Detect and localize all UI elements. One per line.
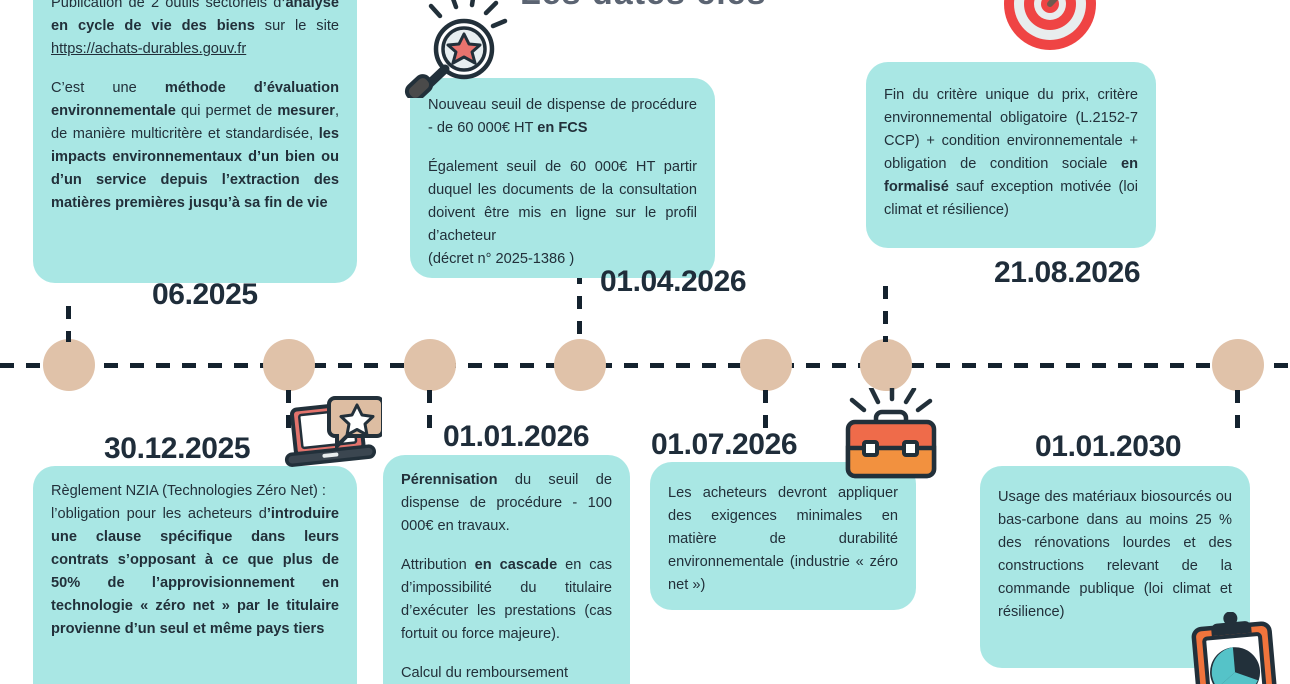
event-card-5: Pérennisation du seuil de dispense de pr… bbox=[383, 455, 630, 684]
timeline-tick-2 bbox=[286, 390, 291, 430]
event-2-paragraph-1: Nouveau seuil de dispense de procédure -… bbox=[428, 94, 697, 140]
timeline-tick-7 bbox=[1235, 390, 1240, 430]
text-run-bold: en FCS bbox=[537, 120, 588, 137]
event-date-2: 01.04.2026 bbox=[600, 265, 747, 298]
achats-durables-link[interactable]: https://achats-durables.gouv.fr bbox=[51, 41, 247, 58]
timeline-tick-4 bbox=[577, 271, 582, 341]
timeline-tick-5 bbox=[763, 390, 768, 430]
briefcase-icon bbox=[838, 381, 942, 480]
timeline-dot-6 bbox=[860, 339, 912, 391]
text-run: Usage des matériaux biosourcés ou bas-ca… bbox=[998, 489, 1232, 621]
text-run: Publication de 2 outils sectoriels d bbox=[51, 0, 282, 11]
event-5-paragraph-2: Attribution en cascade en cas d’impossib… bbox=[401, 554, 612, 646]
event-1-paragraph-2: C’est une méthode d’évaluation environne… bbox=[51, 77, 339, 215]
text-run-bold: mesurer bbox=[277, 103, 335, 120]
text-run-bold: Pérennisation bbox=[401, 472, 498, 488]
event-card-2: Nouveau seuil de dispense de procédure -… bbox=[410, 78, 715, 278]
text-run: Règlement NZIA (Technologies Zéro Net) : bbox=[51, 483, 326, 499]
timeline-tick-6 bbox=[883, 286, 888, 342]
clipboard-chart-icon bbox=[1184, 611, 1290, 684]
event-card-1: Publication de 2 outils sectoriels d’ana… bbox=[33, 0, 357, 283]
text-run: en cas d’impossibilité du titulaire d’ex… bbox=[401, 557, 613, 643]
text-run: sauf exception motivée (loi climat et ré… bbox=[884, 179, 1138, 219]
text-run: Attribution bbox=[401, 557, 475, 574]
event-card-3: Fin du critère unique du prix, critère e… bbox=[866, 62, 1156, 248]
text-run: , de manière multicritère et standardisé… bbox=[51, 103, 339, 143]
event-1-paragraph-1: Publication de 2 outils sectoriels d’ana… bbox=[51, 0, 339, 61]
event-date-6: 01.07.2026 bbox=[651, 428, 798, 461]
text-run: sur le site bbox=[254, 18, 340, 35]
timeline-dot-1 bbox=[43, 339, 95, 391]
text-run: Fin du critère unique du prix, critère e… bbox=[884, 87, 1138, 173]
text-run-bold: en cascade bbox=[474, 557, 558, 574]
text-run: du seuil de dispense de procédure - 100 … bbox=[401, 472, 612, 535]
event-card-6: Les acheteurs devront appliquer des exig… bbox=[650, 462, 916, 610]
text-run-bold: les impacts environnementaux d’un bien o… bbox=[51, 126, 339, 212]
event-6-paragraph-1: Les acheteurs devront appliquer des exig… bbox=[668, 482, 898, 597]
text-run: Nouveau seuil de dispense de procédure -… bbox=[428, 97, 697, 137]
text-run-bold: en formalisé bbox=[884, 156, 1138, 196]
event-2-paragraph-2: Également seuil de 60 000€ HT partir duq… bbox=[428, 156, 697, 248]
event-5-paragraph-1: Pérennisation du seuil de dispense de pr… bbox=[401, 469, 612, 538]
event-date-1: 06.2025 bbox=[152, 278, 258, 311]
text-run: (décret n° 2025-1386 ) bbox=[428, 251, 575, 268]
laptop-star-icon bbox=[280, 392, 385, 470]
event-date-5: 01.01.2026 bbox=[443, 420, 590, 453]
event-2-paragraph-3: (décret n° 2025-1386 ) bbox=[428, 248, 697, 271]
timeline-dot-2 bbox=[263, 339, 315, 391]
event-date-7: 01.01.2030 bbox=[1035, 430, 1182, 463]
event-date-4: 30.12.2025 bbox=[104, 432, 251, 465]
event-3-paragraph-1: Fin du critère unique du prix, critère e… bbox=[884, 84, 1138, 222]
event-4-paragraph-1: Règlement NZIA (Technologies Zéro Net) : bbox=[51, 480, 339, 503]
timeline-dot-5 bbox=[740, 339, 792, 391]
event-4-paragraph-2: l’obligation pour les acheteurs d’introd… bbox=[51, 503, 339, 641]
text-run: Également seuil de 60 000€ HT partir duq… bbox=[428, 159, 697, 245]
text-run-bold: ’analyse en cycle de vie des biens bbox=[51, 0, 339, 35]
page-title: Les dates clés bbox=[520, 0, 766, 13]
text-run: qui permet de bbox=[175, 103, 278, 120]
target-dart-icon bbox=[998, 0, 1102, 56]
timeline-tick-3 bbox=[427, 390, 432, 430]
text-run: Calcul du remboursement bbox=[401, 665, 569, 682]
text-run: l’obligation pour les acheteurs d bbox=[51, 506, 267, 523]
text-run: C’est une bbox=[51, 80, 165, 97]
magnifier-star-icon bbox=[404, 0, 516, 102]
event-7-paragraph-1: Usage des matériaux biosourcés ou bas-ca… bbox=[998, 486, 1232, 624]
event-date-3: 21.08.2026 bbox=[994, 256, 1141, 289]
timeline-dot-7 bbox=[1212, 339, 1264, 391]
text-run: Les acheteurs devront appliquer des exig… bbox=[668, 485, 898, 594]
timeline-axis bbox=[0, 363, 1290, 368]
timeline-dot-4 bbox=[554, 339, 606, 391]
event-5-paragraph-3: Calcul du remboursement bbox=[401, 662, 612, 684]
text-run-bold: ’introduire une clause spécifique dans l… bbox=[51, 506, 339, 638]
timeline-dot-3 bbox=[404, 339, 456, 391]
timeline-tick-1 bbox=[66, 306, 71, 342]
text-run-bold: méthode d’évaluation environnementale bbox=[51, 80, 339, 120]
event-card-4: Règlement NZIA (Technologies Zéro Net) :… bbox=[33, 466, 357, 684]
